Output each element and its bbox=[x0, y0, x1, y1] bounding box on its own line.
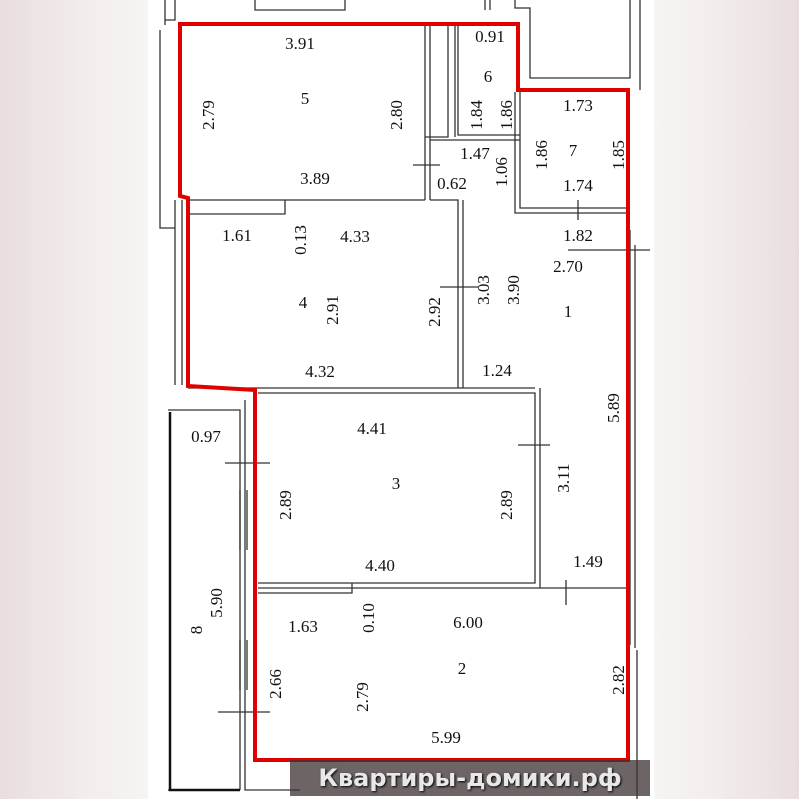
dim-r1-h: 1.49 bbox=[573, 552, 603, 571]
dim-r5-right: 2.80 bbox=[387, 100, 406, 130]
dim-r2-a: 1.63 bbox=[288, 617, 318, 636]
dim-r1-e: 1.24 bbox=[482, 361, 512, 380]
dim-r2-mid: 2.79 bbox=[353, 682, 372, 712]
dim-r1-c: 3.03 bbox=[474, 275, 493, 305]
dim-r1-d: 3.90 bbox=[504, 275, 523, 305]
dim-r3-top: 4.41 bbox=[357, 419, 387, 438]
dim-r3-right: 2.89 bbox=[497, 490, 516, 520]
dim-r2-left: 2.66 bbox=[266, 669, 285, 699]
dim-r3-bottom: 4.40 bbox=[365, 556, 395, 575]
room-number-8: 8 bbox=[187, 626, 206, 635]
dim-r6-right: 1.86 bbox=[497, 100, 516, 130]
dim-r7-left: 1.86 bbox=[532, 140, 551, 170]
dim-r5-left: 2.79 bbox=[199, 100, 218, 130]
dim-r3-left: 2.89 bbox=[276, 490, 295, 520]
walls bbox=[159, 0, 650, 799]
room-number-4: 4 bbox=[299, 293, 308, 312]
dim-r5-bottom: 3.89 bbox=[300, 169, 330, 188]
room-number-3: 3 bbox=[392, 474, 401, 493]
dim-r4-top: 4.33 bbox=[340, 227, 370, 246]
dim-r7-right: 1.85 bbox=[609, 140, 628, 170]
room-number-1: 1 bbox=[564, 302, 573, 321]
dim-r2-top: 6.00 bbox=[453, 613, 483, 632]
room-number-7: 7 bbox=[569, 141, 578, 160]
dim-r8-width: 0.97 bbox=[191, 427, 221, 446]
dim-r1-f: 5.89 bbox=[604, 393, 623, 423]
dim-corridor-height: 1.06 bbox=[492, 157, 511, 187]
dim-r1-a: 1.82 bbox=[563, 226, 593, 245]
dim-r2-right: 2.82 bbox=[609, 665, 628, 695]
dim-r4-bottom: 4.32 bbox=[305, 362, 335, 381]
dim-corridor-width: 1.47 bbox=[460, 144, 490, 163]
dim-r4-a: 1.61 bbox=[222, 226, 252, 245]
watermark: Квартиры-домики.рф bbox=[290, 760, 650, 796]
apartment-outline bbox=[178, 22, 630, 762]
dim-r1-g: 3.11 bbox=[554, 463, 573, 492]
dim-r4-b: 0.13 bbox=[291, 225, 310, 255]
dim-r1-b: 2.70 bbox=[553, 257, 583, 276]
blurred-background-right bbox=[653, 0, 799, 799]
blurred-background-left bbox=[0, 0, 148, 799]
dim-r6-top: 0.91 bbox=[475, 27, 505, 46]
dim-r6-left: 1.84 bbox=[467, 100, 486, 130]
dim-r8-length: 5.90 bbox=[207, 588, 226, 618]
dim-r4-right: 2.92 bbox=[425, 297, 444, 327]
dim-r7-bottom: 1.74 bbox=[563, 176, 593, 195]
dim-r7-top: 1.73 bbox=[563, 96, 593, 115]
room-number-2: 2 bbox=[458, 659, 467, 678]
dim-r2-b: 0.10 bbox=[359, 603, 378, 633]
dim-r5-top: 3.91 bbox=[285, 34, 315, 53]
dim-r4-height: 2.91 bbox=[323, 295, 342, 325]
dim-r2-bottom: 5.99 bbox=[431, 728, 461, 747]
room-number-5: 5 bbox=[301, 89, 310, 108]
dim-corridor-door: 0.62 bbox=[437, 174, 467, 193]
room-number-6: 6 bbox=[484, 67, 493, 86]
